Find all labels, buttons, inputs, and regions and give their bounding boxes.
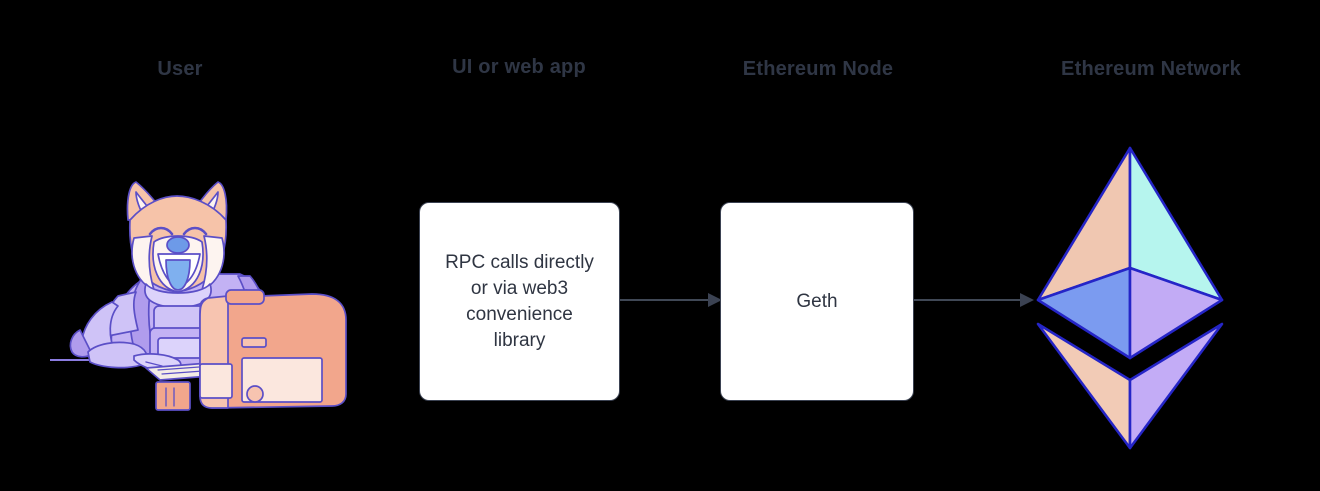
- eth-logo-facet-bottom-right: [1128, 322, 1224, 450]
- shiba-nose-icon: [166, 236, 190, 254]
- node-box-geth[interactable]: Geth: [720, 202, 914, 401]
- node-box-rpc-calls[interactable]: RPC calls directly or via web3 convenien…: [419, 202, 620, 401]
- column-title-ethereum-node: Ethereum Node: [742, 58, 894, 80]
- arrow-geth-to-network: [914, 293, 1034, 307]
- computer-side-panel: [199, 363, 233, 399]
- ethereum-diamond-logo: [1036, 146, 1224, 450]
- column-title-ethereum-network: Ethereum Network: [1061, 58, 1241, 80]
- computer-handle: [225, 289, 265, 305]
- column-title-user: User: [157, 58, 203, 80]
- arrow-head-icon: [708, 293, 722, 307]
- computer-dial-icon: [246, 385, 264, 403]
- computer-slot: [241, 337, 267, 348]
- arrow-rpc-to-geth: [620, 293, 722, 307]
- column-title-ui-or-web-app: UI or web app: [452, 56, 586, 78]
- node-box-rpc-calls-label: RPC calls directly or via web3 convenien…: [445, 251, 594, 351]
- shiba-eye-left-icon: [148, 226, 174, 236]
- eth-logo-facet-mid-right: [1128, 266, 1224, 360]
- shiba-eye-right-icon: [182, 226, 208, 236]
- shiba-tongue: [165, 259, 191, 291]
- shiba-inu-astronaut-at-computer-illustration: [50, 181, 347, 411]
- computer-vents-icon: [165, 387, 175, 407]
- arrow-head-icon: [1020, 293, 1034, 307]
- computer-pedestal: [155, 381, 191, 411]
- node-box-geth-label: Geth: [796, 290, 838, 312]
